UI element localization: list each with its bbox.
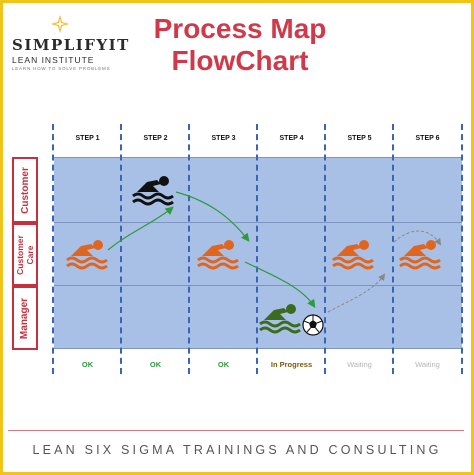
swimmer-icon	[66, 240, 108, 270]
logo-star-icon	[51, 15, 69, 33]
status-step-5: Waiting	[347, 360, 372, 369]
step-divider	[392, 124, 394, 374]
step-header-6: STEP 6	[415, 135, 440, 142]
lane-label-manager: Manager	[12, 286, 38, 350]
logo-tagline: LEARN HOW TO SOLVE PROBLEMS	[12, 66, 111, 71]
step-divider	[461, 124, 463, 374]
logo: SIMPLIFYIT LEAN INSTITUTE LEARN HOW TO S…	[10, 14, 130, 74]
step-divider	[188, 124, 190, 374]
swimmer-icon	[399, 240, 441, 270]
soccer-ball-icon	[302, 314, 324, 336]
lane-divider	[54, 157, 462, 158]
step-header-3: STEP 3	[211, 135, 236, 142]
step-header-5: STEP 5	[347, 135, 372, 142]
status-step-1: OK	[81, 360, 94, 369]
status-step-2: OK	[149, 360, 162, 369]
footer-divider	[8, 430, 464, 431]
lane-divider	[54, 285, 462, 286]
status-step-6: Waiting	[415, 360, 440, 369]
status-step-3: OK	[217, 360, 230, 369]
step-divider	[256, 124, 258, 374]
logo-name: SIMPLIFYIT	[12, 36, 130, 54]
swimmer-icon	[332, 240, 374, 270]
lane-divider	[54, 348, 462, 349]
lane-label-customer-care-text: Customer Care	[15, 235, 35, 275]
swimmer-icon	[197, 240, 239, 270]
step-header-1: STEP 1	[75, 135, 100, 142]
status-step-4: In Progress	[270, 360, 313, 369]
step-divider	[324, 124, 326, 374]
step-divider	[52, 124, 54, 374]
title-line-2: FlowChart	[171, 45, 309, 76]
lane-band-customer	[54, 157, 462, 223]
step-header-2: STEP 2	[143, 135, 168, 142]
lane-label-customer-text: Customer	[19, 166, 31, 214]
step-divider	[120, 124, 122, 374]
lane-label-customer: Customer	[12, 157, 38, 223]
swimmer-icon	[259, 304, 301, 334]
swimmer-icon	[132, 176, 174, 206]
title-line-1: Process Map	[153, 13, 327, 44]
step-header-4: STEP 4	[279, 135, 304, 142]
footer-text: LEAN SIX SIGMA TRAININGS AND CONSULTING	[32, 443, 442, 457]
lane-label-line: Customer	[15, 234, 25, 275]
lane-label-manager-text: Manager	[19, 297, 31, 339]
lane-divider	[54, 222, 462, 223]
lane-label-customer-care: Customer Care	[12, 223, 38, 286]
logo-subtitle: LEAN INSTITUTE	[12, 55, 95, 65]
lane-label-line: Care	[25, 245, 35, 264]
